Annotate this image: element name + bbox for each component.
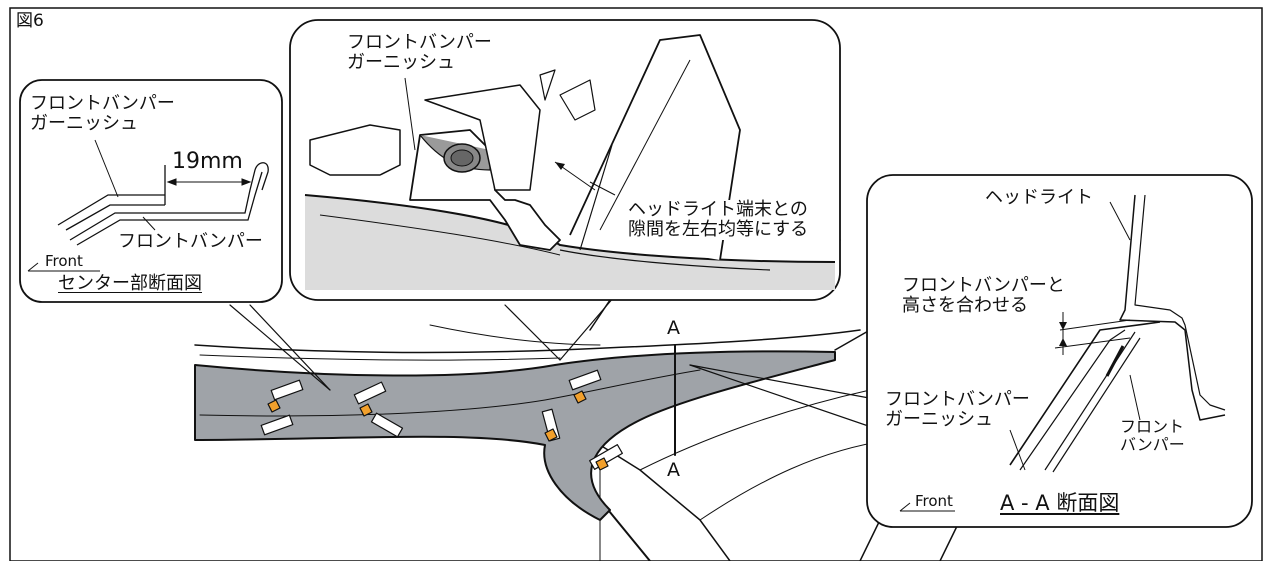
section-marker-a-bottom: A <box>667 459 680 481</box>
dimension-19mm: 19mm <box>172 149 243 174</box>
section-marker-a-top: A <box>667 317 680 339</box>
bumper-garnish <box>194 350 836 521</box>
aa-front-label: Front <box>915 492 953 510</box>
top-garnish-label: フロントバンパー ガーニッシュ <box>347 32 492 73</box>
figure-frame <box>9 7 1263 561</box>
aa-bumper-label: フロント バンパー <box>1120 417 1185 454</box>
clip-tapes <box>260 369 623 471</box>
center-section-title: センター部断面図 <box>58 273 202 294</box>
aa-garnish-label: フロントバンパー ガーニッシュ <box>885 389 1030 430</box>
callout-center-section <box>19 79 283 303</box>
center-garnish-label: フロントバンパー ガーニッシュ <box>30 93 175 134</box>
height-match-instruction: フロントバンパーと 高さを合わせる <box>902 275 1065 316</box>
figure-number: 図6 <box>16 11 44 31</box>
callout-aa-section <box>866 174 1253 528</box>
center-bumper-label: フロントバンパー <box>118 231 263 252</box>
center-front-label: Front <box>45 252 83 270</box>
aa-section-title: A - A 断面図 <box>1000 491 1120 515</box>
aa-headlight-label: ヘッドライト <box>985 187 1093 208</box>
headlight-gap-instruction: ヘッドライト端末との 隙間を左右均等にする <box>628 199 809 240</box>
